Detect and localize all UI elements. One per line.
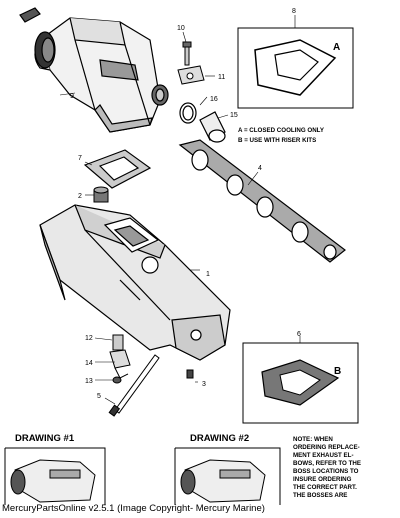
inset-a: A	[237, 27, 354, 109]
callout-9: 9	[70, 93, 74, 100]
callout-10: 10	[177, 25, 185, 32]
callout-leaders	[59, 15, 301, 405]
callout-2: 2	[78, 193, 82, 200]
plug-2	[93, 186, 109, 203]
gasket-7	[83, 149, 152, 189]
callout-3: 3	[202, 381, 206, 388]
bolt-clamp-illustration	[177, 41, 205, 85]
callout-12: 12	[85, 335, 93, 342]
callout-8: 8	[292, 8, 296, 15]
fittings-12-14-13-3	[109, 334, 194, 384]
note-line-7: THE CORRECT PART.	[293, 484, 357, 491]
note-line-5: BOSS LOCATIONS TO	[293, 468, 359, 475]
bolt-5	[108, 354, 160, 417]
copyright-footer: MercuryPartsOnline v2.5.1 (Image Copyrig…	[2, 503, 265, 514]
note-line-2: ORDERING REPLACE-	[293, 444, 360, 451]
exhaust-manifold-1	[39, 204, 231, 361]
callout-7: 7	[78, 155, 82, 162]
drawing-1	[4, 447, 106, 505]
hose-illustration	[199, 111, 226, 143]
note-line-1: NOTE: WHEN	[293, 436, 333, 443]
callout-5: 5	[97, 393, 101, 400]
note-line-3: MENT EXHAUST EL-	[293, 452, 354, 459]
hose-clamp-illustration	[179, 102, 197, 124]
drawing-1-title: DRAWING #1	[15, 433, 75, 444]
note-line-4: BOWS, REFER TO THE	[293, 460, 361, 467]
callout-1: 1	[206, 271, 210, 278]
callout-11: 11	[218, 74, 225, 81]
ordering-note: NOTE: WHEN ORDERING REPLACE- MENT EXHAUS…	[293, 436, 361, 499]
drawing-2	[174, 447, 281, 505]
callout-4: 4	[258, 165, 262, 172]
callout-15: 15	[230, 112, 238, 119]
callout-16: 16	[210, 96, 218, 103]
callout-14: 14	[85, 360, 93, 367]
exhaust-elbow-illustration	[19, 7, 169, 133]
inset-b-label: B	[334, 366, 341, 377]
inset-a-label: A	[333, 42, 340, 53]
note-line-6: INSURE ORDERING	[293, 476, 352, 483]
note-line-8: THE BOSSES ARE	[293, 492, 347, 499]
legend-line-b: B = USE WITH RISER KITS	[238, 137, 316, 144]
callout-6: 6	[297, 331, 301, 338]
manifold-gasket-4	[178, 139, 346, 263]
legend-line-a: A = CLOSED COOLING ONLY	[238, 127, 325, 134]
inset-b: B	[242, 342, 359, 424]
drawing-2-title: DRAWING #2	[190, 433, 249, 444]
callout-13: 13	[85, 378, 93, 385]
